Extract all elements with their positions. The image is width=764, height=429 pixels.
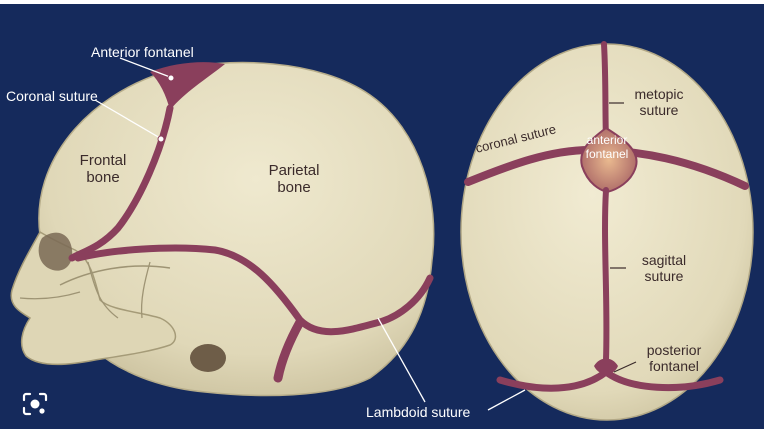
sagittal-suture-line (602, 187, 610, 363)
visual-search-button[interactable] (22, 392, 62, 426)
label-frontal-bone: Frontal bone (79, 152, 127, 187)
lambdoid-suture-side-line (273, 317, 305, 383)
side-view-skull (10, 57, 435, 403)
label-anterior-fontanel-side: Anterior fontanel (91, 44, 194, 60)
label-lambdoid-suture: Lambdoid suture (366, 404, 471, 420)
squamosal-suture-line (74, 244, 434, 336)
leader-lambdoid-top (487, 389, 526, 411)
label-sagittal-suture: sagittal suture (641, 252, 687, 285)
leader-posterior-fontanel (613, 361, 637, 373)
zygomatic-line (59, 265, 171, 286)
label-coronal-suture-side: Coronal suture (6, 88, 98, 104)
nasal-line (19, 291, 81, 300)
top-view-skull (460, 41, 754, 421)
label-metopic-suture: metopic suture (634, 86, 684, 119)
leader-coronal-suture (94, 99, 161, 139)
eye-socket (38, 232, 73, 271)
label-parietal-bone: Parietal bone (268, 162, 320, 197)
cheek-line (87, 261, 119, 319)
marker-coronal-suture (157, 135, 165, 143)
ear-opening (190, 344, 226, 372)
metopic-suture-line (601, 41, 609, 143)
marker-anterior-fontanel (167, 74, 175, 82)
posterior-fontanel-shape (594, 358, 618, 375)
visual-search-icon (22, 392, 48, 416)
leader-lambdoid-side (377, 317, 426, 403)
temporal-line (140, 261, 151, 319)
label-posterior-fontanel: posterior fontanel (646, 342, 702, 375)
anterior-fontanel-side-shape (150, 62, 225, 110)
leader-anterior-fontanel (119, 57, 171, 78)
label-anterior-fontanel-top: anterior fontanel (585, 133, 629, 161)
